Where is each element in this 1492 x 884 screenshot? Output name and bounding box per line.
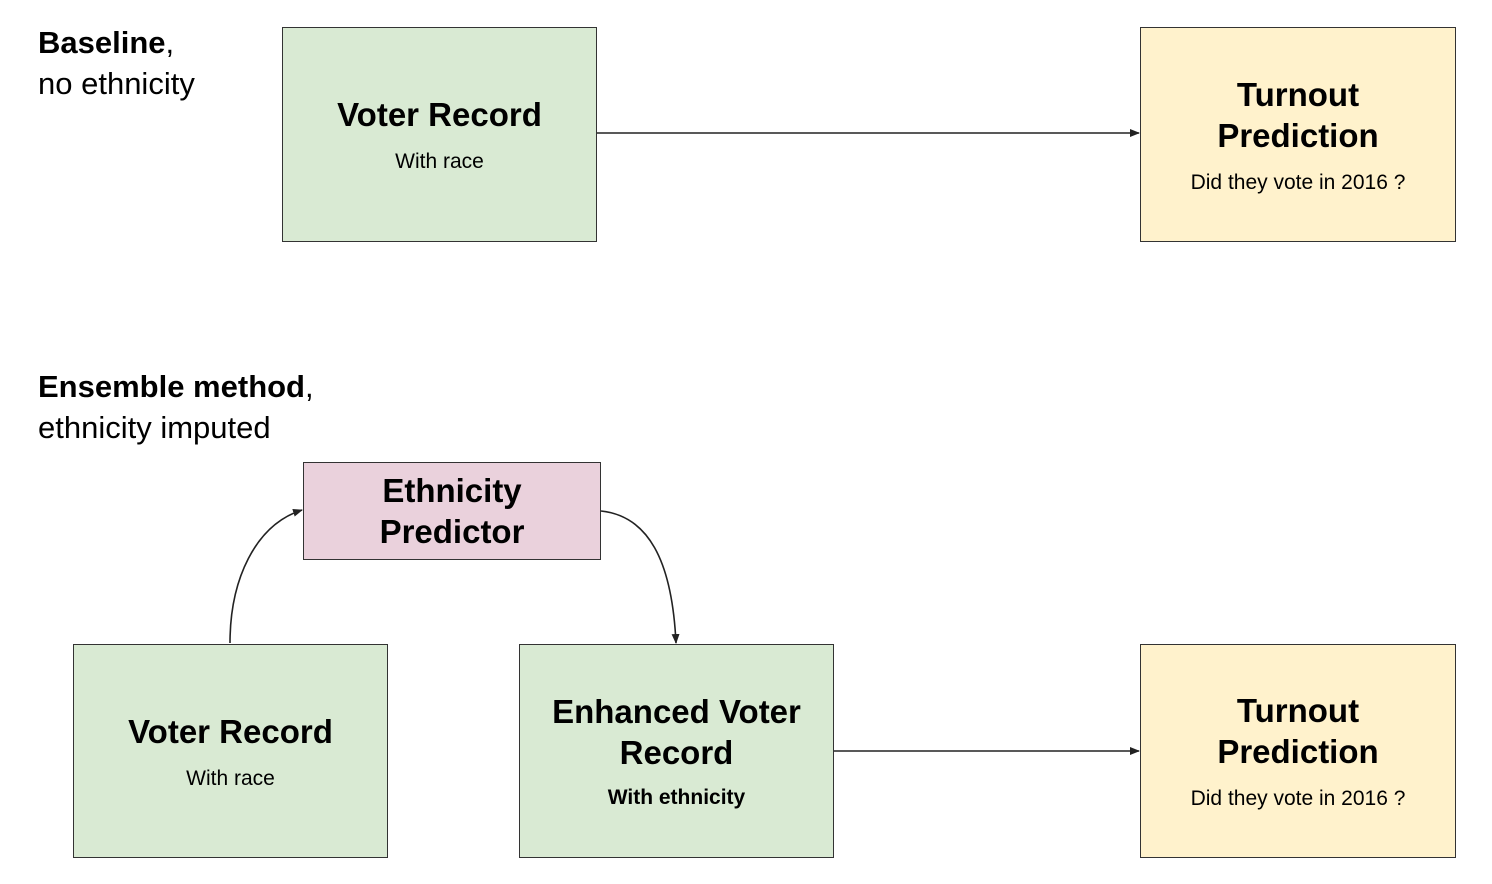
predictor-to-enhanced-arrow: [600, 510, 680, 644]
ensemble-heading-comma: ,: [305, 369, 314, 404]
baseline-turnout-title-line1: Turnout: [1236, 75, 1360, 113]
ensemble-heading-subtitle: ethnicity imputed: [38, 410, 271, 445]
ensemble-turnout-subtitle: Did they vote in 2016 ?: [1190, 787, 1406, 810]
ensemble-turnout-prediction-box: Turnout Prediction Did they vote in 2016…: [1140, 644, 1456, 858]
ensemble-turnout-title-line1: Turnout: [1236, 692, 1360, 729]
enhanced-voter-record-box: Enhanced Voter Record With ethnicity: [519, 644, 834, 858]
record-to-predictor-arrow: [229, 508, 303, 644]
baseline-heading-comma: ,: [165, 25, 175, 60]
baseline-voter-record-box: Voter Record With race: [282, 27, 597, 242]
baseline-heading: Baseline, no ethnicity: [38, 22, 195, 104]
baseline-turnout-prediction-box: Turnout Prediction Did they vote in 2016…: [1140, 27, 1456, 242]
ensemble-voter-record-subtitle: With race: [186, 766, 275, 790]
ensemble-heading-bold: Ensemble method: [38, 369, 305, 404]
baseline-heading-subtitle: no ethnicity: [38, 66, 195, 101]
ensemble-turnout-title-line2: Prediction: [1217, 733, 1379, 770]
enhanced-voter-record-title-line1: Enhanced Voter: [552, 693, 801, 730]
baseline-turnout-title-line2: Prediction: [1217, 116, 1379, 154]
baseline-heading-bold: Baseline: [38, 25, 166, 60]
ethnicity-predictor-title-line2: Predictor: [379, 513, 525, 550]
enhanced-voter-record-subtitle: With ethnicity: [607, 786, 746, 809]
ethnicity-predictor-box: Ethnicity Predictor: [303, 462, 601, 560]
ensemble-voter-record-title: Voter Record: [128, 712, 333, 750]
ensemble-voter-record-box: Voter Record With race: [73, 644, 388, 858]
ethnicity-predictor-title-line1: Ethnicity: [382, 472, 522, 509]
baseline-voter-record-title: Voter Record: [337, 96, 542, 133]
ensemble-heading: Ensemble method, ethnicity imputed: [38, 366, 314, 448]
enhanced-voter-record-title-line2: Record: [619, 734, 734, 771]
baseline-voter-record-subtitle: With race: [395, 150, 484, 173]
baseline-turnout-subtitle: Did they vote in 2016 ?: [1190, 170, 1406, 194]
